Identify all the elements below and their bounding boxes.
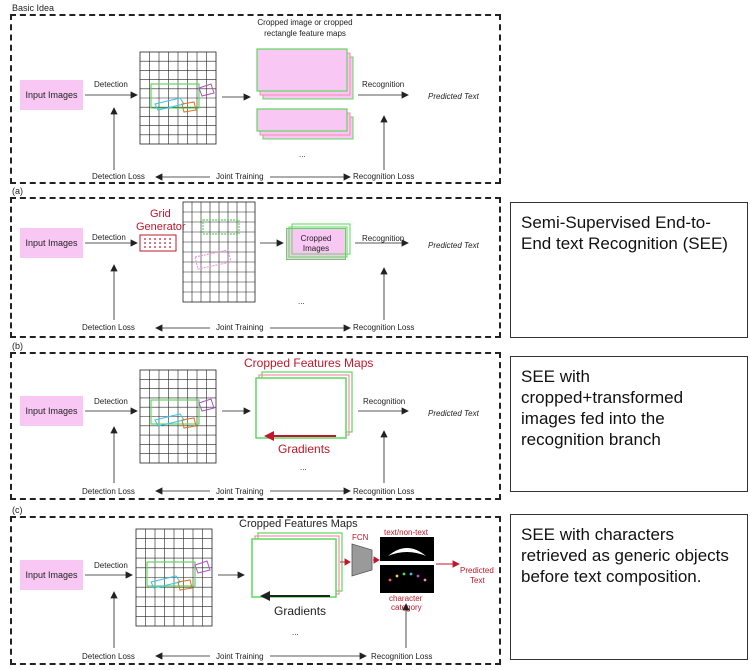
cropped-label-2: Images: [302, 244, 330, 253]
predicted-text-label: Predicted Text: [428, 241, 479, 250]
recognition-loss-label: Recognition Loss: [371, 652, 433, 661]
grid-generator-label-1: Grid: [150, 208, 171, 220]
cropped-images-box: Cropped Images: [286, 228, 346, 260]
character-label: character: [389, 594, 423, 603]
detection-loss-label: Detection Loss: [82, 652, 135, 661]
cropped-maps-title: Cropped Features Maps: [244, 356, 374, 370]
panel-b-graphics: [85, 369, 409, 495]
predicted-label-1: Predicted: [460, 566, 494, 575]
joint-training-label: Joint Training: [216, 172, 264, 181]
ellipsis: ...: [299, 150, 306, 159]
detection-loss-label: Detection Loss: [92, 172, 145, 181]
recognition-loss-label: Recognition Loss: [353, 323, 415, 332]
predicted-text-label: Predicted Text: [428, 409, 479, 418]
detection-loss-label: Detection Loss: [82, 487, 135, 496]
flow-arrows: [85, 91, 409, 181]
feature-grid: [135, 528, 213, 627]
recognition-label: Recognition: [362, 80, 405, 89]
input-images-box: Input Images: [20, 228, 83, 258]
flow-arrows: [85, 407, 409, 495]
recognition-loss-label: Recognition Loss: [353, 172, 415, 181]
grid-generator-icon: [139, 234, 177, 252]
recognition-label: Recognition: [362, 234, 405, 243]
predicted-label-2: Text: [470, 576, 485, 585]
panel-b-tag: (b): [12, 341, 23, 351]
cropped-caption-1: Cropped image or cropped: [257, 18, 353, 27]
fcn-label: FCN: [352, 533, 369, 542]
detection-label: Detection: [94, 561, 128, 570]
detection-loss-label: Detection Loss: [82, 323, 135, 332]
feature-grid: [139, 369, 217, 464]
joint-training-label: Joint Training: [216, 323, 264, 332]
description-box-c: SEE with characters retrieved as generic…: [510, 514, 748, 660]
panel-c-tag: (c): [12, 505, 23, 515]
panel-a-tag: (a): [12, 186, 23, 196]
panel-c-graphics: [85, 528, 461, 660]
ellipsis: ...: [292, 628, 299, 637]
flow-arrows: [85, 239, 409, 332]
description-box-a: Semi-Supervised End-to-End text Recognit…: [510, 202, 748, 338]
input-images-box: Input Images: [20, 396, 83, 426]
cropped-maps-title: Cropped Features Maps: [239, 518, 358, 530]
joint-training-label: Joint Training: [216, 487, 264, 496]
feature-grid: [182, 201, 256, 303]
cropped-feature-maps: [255, 371, 353, 439]
joint-training-label: Joint Training: [216, 652, 264, 661]
detection-label: Detection: [94, 80, 128, 89]
cropped-feature-maps: [251, 532, 343, 598]
cropped-stack-outline: [288, 223, 351, 258]
input-images-box: Input Images: [20, 80, 83, 110]
gradients-label: Gradients: [278, 442, 331, 456]
gradients-arrow: [260, 591, 330, 601]
panel-a-graphics: [85, 201, 409, 332]
text-nontext-map: [380, 537, 434, 561]
panel-c: [10, 516, 501, 665]
grid-generator-label-2: Generator: [136, 221, 186, 233]
input-images-box: Input Images: [20, 560, 83, 590]
description-box-b: SEE with cropped+transformed images fed …: [510, 356, 748, 492]
ellipsis: ...: [298, 297, 305, 306]
cropped-stack: [256, 48, 354, 140]
flow-arrows: [85, 571, 410, 660]
feature-grid: [139, 51, 217, 145]
predicted-text-label: Predicted Text: [428, 92, 479, 101]
panel-basic-idea: [10, 14, 501, 184]
text-nontext-label: text/non-text: [384, 528, 429, 537]
detection-label: Detection: [94, 397, 128, 406]
recognition-label: Recognition: [363, 397, 406, 406]
fcn-block: [351, 543, 373, 577]
cropped-label-1: Cropped: [300, 234, 332, 243]
panel-b: [10, 352, 501, 500]
detection-label: Detection: [92, 233, 126, 242]
red-flow-arrows: [340, 556, 461, 568]
gradients-label: Gradients: [274, 604, 327, 618]
gradients-arrow: [264, 431, 336, 441]
panel-a: [10, 197, 501, 338]
panel-basic-graphics: [85, 48, 409, 181]
recognition-loss-label: Recognition Loss: [353, 487, 415, 496]
panel-basic-title: Basic Idea: [12, 3, 55, 13]
cropped-caption-2: rectangle feature maps: [264, 29, 346, 38]
character-category-map: [380, 565, 434, 593]
ellipsis: ...: [300, 463, 307, 472]
